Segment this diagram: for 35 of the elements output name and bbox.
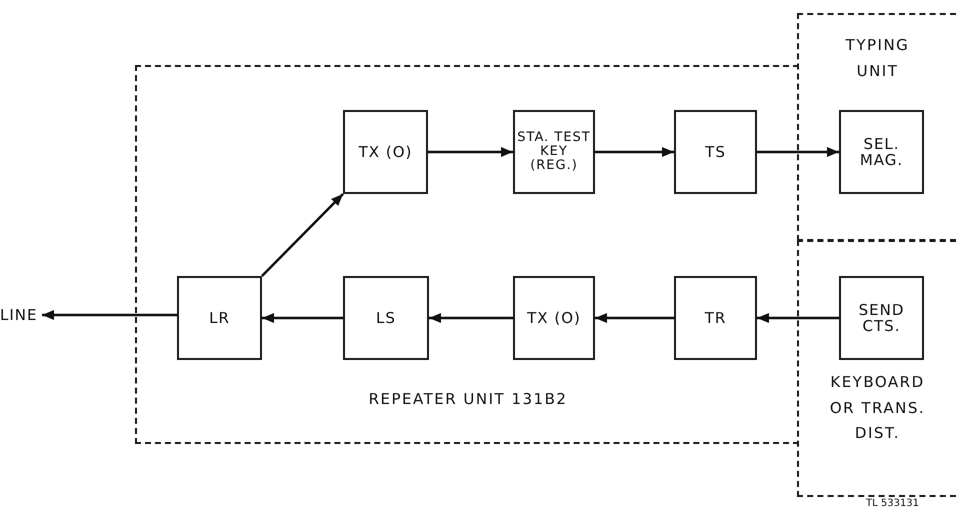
- circuit-block: [513, 110, 595, 194]
- unit-label: REPEATER UNIT 131B2: [368, 389, 568, 410]
- circuit-block: [177, 276, 262, 360]
- signal-arrow: [595, 313, 674, 323]
- signal-arrow: [261, 193, 344, 277]
- drawing-number: TL 533131: [866, 498, 920, 509]
- block-label: TS: [705, 144, 726, 160]
- block-label: LR: [209, 310, 230, 326]
- line-label: LINE: [0, 305, 42, 325]
- block-label: TX (O): [527, 310, 581, 326]
- signal-arrow: [262, 313, 343, 323]
- signal-arrow: [757, 147, 839, 157]
- signal-arrow: [757, 313, 839, 323]
- block-label: LS: [376, 310, 396, 326]
- signal-arrow: [42, 310, 177, 320]
- circuit-block: [343, 276, 429, 360]
- unit-label: TYPING UNIT: [844, 35, 910, 82]
- block-label: TX (O): [358, 144, 412, 160]
- circuit-block: [513, 276, 595, 360]
- block-label: STA. TEST KEY (REG.): [517, 130, 591, 174]
- signal-arrow: [428, 147, 513, 157]
- block-label: TR: [704, 310, 726, 326]
- circuit-block: [674, 110, 757, 194]
- circuit-block: [343, 110, 428, 194]
- block-label: SEL. MAG.: [858, 136, 904, 168]
- unit-label: KEYBOARD OR TRANS. DIST.: [828, 372, 926, 444]
- signal-arrow: [429, 313, 513, 323]
- dashed-unit-outline: [135, 65, 799, 444]
- block-label: SEND CTS.: [858, 302, 906, 334]
- circuit-block: [674, 276, 757, 360]
- dashed-unit-outline: [797, 13, 956, 241]
- dashed-unit-outline: [797, 240, 956, 497]
- signal-arrow: [595, 147, 674, 157]
- circuit-block: [839, 276, 924, 360]
- circuit-block: [839, 110, 924, 194]
